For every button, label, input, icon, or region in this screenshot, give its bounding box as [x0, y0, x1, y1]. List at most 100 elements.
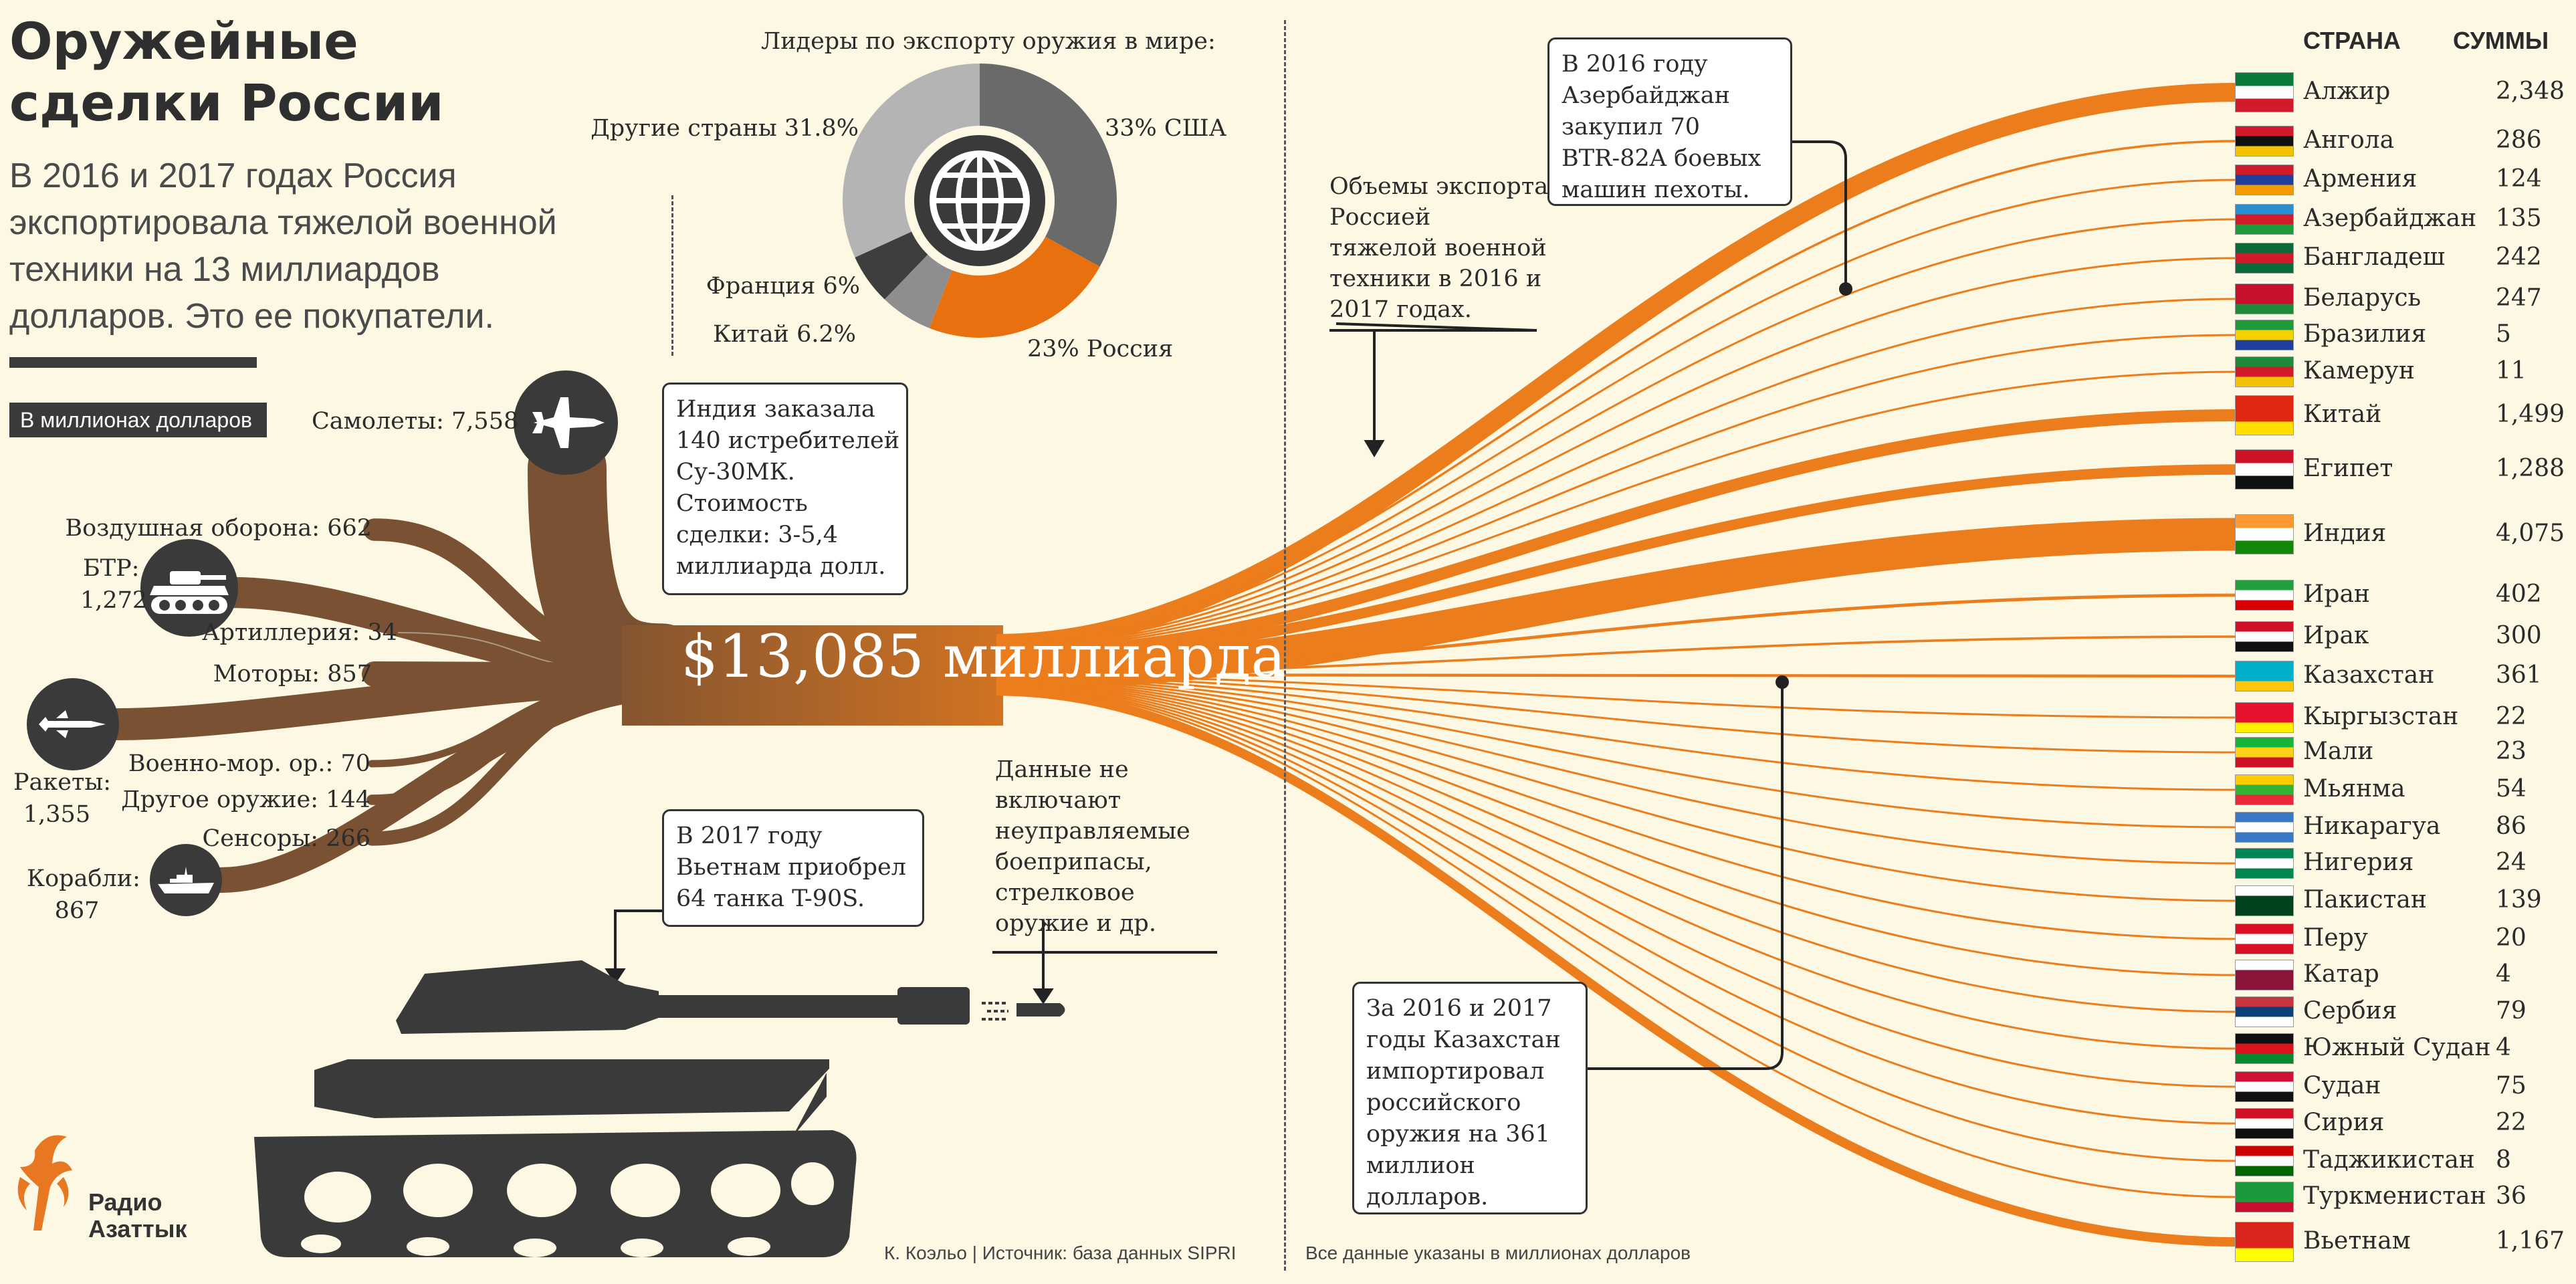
country-amount: 24 [2496, 849, 2527, 876]
category-air-defense: Воздушная оборона: 662 [65, 515, 372, 542]
country-flow-8 [996, 409, 2238, 660]
country-amount: 300 [2496, 622, 2542, 649]
col-header-country: СТРАНА [2303, 27, 2401, 54]
country-amount: 4 [2496, 960, 2511, 988]
country-amount: 2,348 [2496, 78, 2565, 105]
country-flow-7 [996, 370, 2238, 649]
country-name: Алжир [2303, 78, 2391, 105]
pie-label-usa: 33% США [1105, 115, 1227, 142]
country-name: Сербия [2303, 997, 2397, 1025]
country-flow-25 [996, 683, 2238, 1125]
pie-slice-4 [842, 64, 980, 257]
total-amount: $13,085 миллиарда [681, 622, 1286, 691]
flag-icon [2235, 243, 2294, 274]
pie-label-china: Китай 6.2% [712, 321, 856, 348]
country-amount: 20 [2496, 924, 2527, 952]
flag-icon [2235, 320, 2294, 350]
country-flow-13 [996, 673, 2238, 678]
flag-icon [2235, 1182, 2294, 1212]
country-amount: 1,167 [2496, 1227, 2565, 1255]
units-badge: В миллионах долларов [9, 403, 267, 437]
category-missiles-value: 1,355 [23, 801, 91, 828]
country-name: Казахстан [2303, 661, 2435, 689]
flag-icon [2235, 924, 2294, 954]
flag-icon [2235, 165, 2294, 195]
flag-icon [2235, 848, 2294, 879]
category-aircraft: Самолеты: 7,558 [312, 408, 519, 435]
flag-icon [2235, 702, 2294, 733]
flag-icon [2235, 514, 2294, 554]
globe-icon [914, 135, 1045, 266]
flag-icon [2235, 449, 2294, 490]
country-amount: 11 [2496, 357, 2527, 385]
flag-icon [2235, 1108, 2294, 1139]
country-flow-4 [996, 257, 2238, 647]
country-flow-27 [996, 685, 2238, 1198]
title-rule [9, 357, 257, 368]
country-flow-12 [996, 635, 2238, 675]
country-flow-20 [996, 679, 2238, 940]
country-name: Судан [2303, 1072, 2381, 1099]
page-subtitle: В 2016 и 2017 годах Россия экспортировал… [9, 156, 557, 336]
category-flow-5 [102, 662, 678, 740]
country-amount: 1,499 [2496, 401, 2565, 428]
country-amount: 135 [2496, 205, 2542, 232]
flag-icon [2235, 812, 2294, 843]
country-flow-28 [996, 686, 2238, 1247]
pie-label-france: Франция 6% [706, 273, 860, 300]
flag-icon [2235, 996, 2294, 1027]
flag-icon [2235, 395, 2294, 435]
country-amount: 242 [2496, 243, 2542, 271]
pie-slice-0 [980, 64, 1117, 267]
flag-icon [2235, 621, 2294, 652]
country-flow-2 [996, 179, 2238, 645]
flag-icon [2235, 284, 2294, 314]
category-apc: БТР: [83, 555, 140, 582]
flag-icon [2235, 1222, 2294, 1262]
category-flow-9 [207, 675, 675, 893]
category-naval: Военно-мор. ор.: 70 [128, 750, 370, 777]
country-flow-17 [996, 677, 2238, 829]
callout-leaders [605, 140, 1852, 1070]
country-flow-19 [996, 679, 2238, 902]
country-name: Таджикистан [2303, 1146, 2475, 1174]
fighter-jet-icon [514, 370, 618, 475]
country-flow-15 [996, 675, 2238, 754]
country-name: Камерун [2303, 357, 2415, 385]
country-name: Южный Судан [2303, 1034, 2491, 1061]
country-name: Туркменистан [2303, 1182, 2486, 1210]
missile-icon-badge [27, 678, 119, 770]
country-amount: 4,075 [2496, 520, 2565, 547]
country-name: Сирия [2303, 1109, 2385, 1136]
pie-label-russia: 23% Россия [1027, 336, 1174, 362]
country-flow-11 [996, 593, 2238, 675]
ship-icon [150, 844, 222, 916]
country-amount: 286 [2496, 126, 2542, 154]
country-name: Египет [2303, 455, 2393, 482]
flag-icon [2235, 356, 2294, 387]
country-amount: 23 [2496, 738, 2527, 765]
country-name: Катар [2303, 960, 2379, 988]
country-flow-16 [996, 676, 2238, 791]
country-amount: 54 [2496, 775, 2527, 802]
country-flow-21 [996, 680, 2238, 976]
country-name: Вьетнам [2303, 1227, 2411, 1255]
country-name: Армения [2303, 165, 2418, 193]
country-flow-10 [996, 518, 2238, 690]
flag-icon [2235, 126, 2294, 156]
country-name: Пакистан [2303, 886, 2427, 914]
country-name: Перу [2303, 924, 2368, 952]
country-flow-5 [996, 298, 2238, 648]
country-name: Ангола [2303, 126, 2395, 154]
pie-slice-3 [855, 231, 928, 300]
category-ships-value: 867 [54, 897, 100, 924]
country-flow-9 [996, 464, 2238, 663]
country-amount: 8 [2496, 1146, 2511, 1174]
footer-credit: К. Коэльо | Источник: база данных SIPRI [884, 1243, 1237, 1263]
country-amount: 79 [2496, 997, 2527, 1025]
